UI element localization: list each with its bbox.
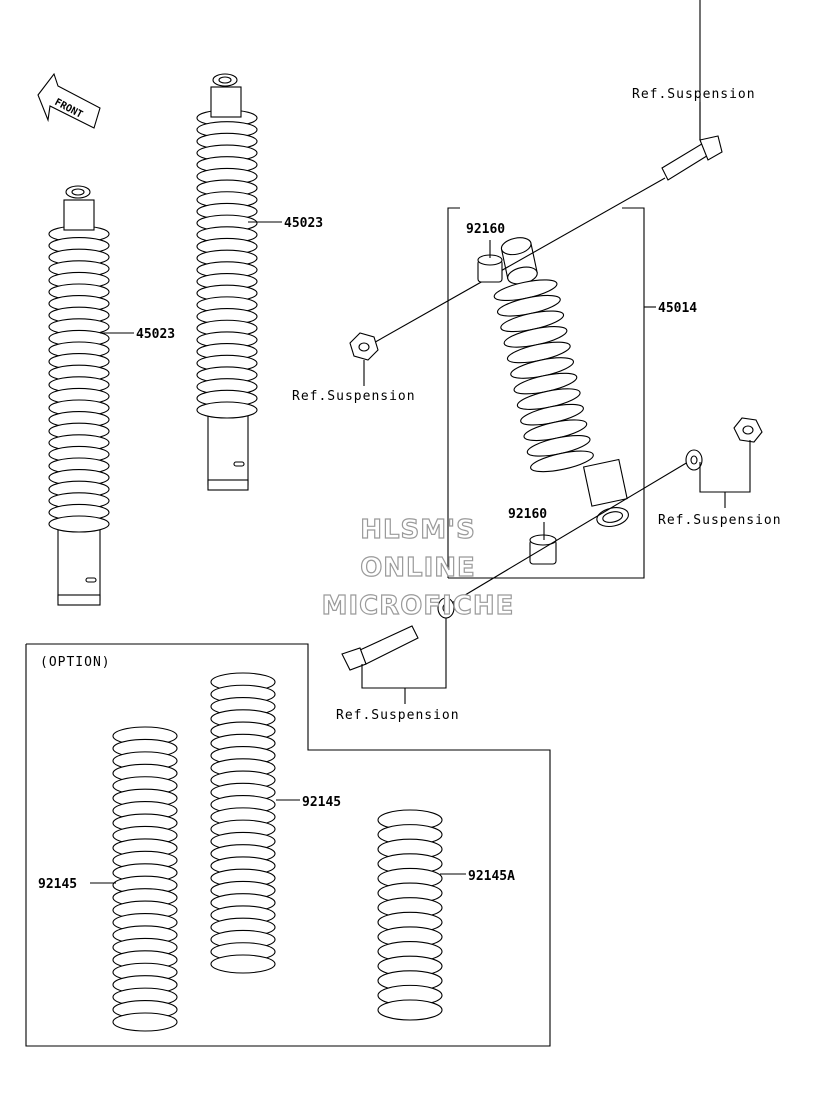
bushing-bottom — [529, 534, 557, 565]
shock-absorber-left — [48, 185, 110, 606]
washer-left — [437, 597, 455, 619]
watermark-line-1: HLSM'S — [360, 515, 476, 545]
shock-absorber-assembly — [493, 237, 629, 528]
mounting-bolt-top — [661, 135, 723, 181]
bushing-top — [477, 254, 503, 283]
ref-suspension-bottom: Ref.Suspension — [336, 708, 460, 723]
watermark-line-2: ONLINE — [360, 553, 476, 583]
washer-right — [685, 449, 703, 471]
spring-option-left — [112, 726, 178, 1032]
bracket-45014-left — [447, 207, 460, 578]
ref-suspension-middle-right: Ref.Suspension — [658, 513, 782, 528]
label-bushing-top: 92160 — [466, 222, 505, 237]
shock-absorber-middle — [196, 73, 258, 491]
bolt-axis-line-top — [369, 177, 666, 346]
label-shock-middle: 45023 — [284, 216, 323, 231]
bolt-axis-line-bottom — [439, 461, 689, 611]
label-bushing-bottom: 92160 — [508, 507, 547, 522]
spring-option-right — [377, 809, 443, 1021]
option-label: (OPTION) — [40, 655, 111, 670]
option-box — [25, 643, 551, 1047]
mounting-bolt-bottom — [341, 625, 419, 671]
ref-suspension-middle-left: Ref.Suspension — [292, 389, 416, 404]
label-shock-assembly: 45014 — [658, 301, 697, 316]
label-spring-middle: 92145 — [302, 795, 341, 810]
label-shock-left: 45023 — [136, 327, 175, 342]
watermark-line-3: MICROFICHE — [322, 591, 515, 621]
label-spring-right: 92145A — [468, 869, 515, 884]
ref-suspension-top-right: Ref.Suspension — [632, 87, 756, 102]
label-spring-left: 92145 — [38, 877, 77, 892]
spring-option-middle — [210, 672, 276, 974]
front-arrow-icon: FRONT — [37, 72, 101, 129]
nut-top-left — [349, 332, 379, 361]
bracket-45014-right — [448, 207, 645, 579]
nut-right — [733, 417, 763, 443]
watermark: HLSM'S ONLINE MICROFICHE — [321, 514, 515, 621]
